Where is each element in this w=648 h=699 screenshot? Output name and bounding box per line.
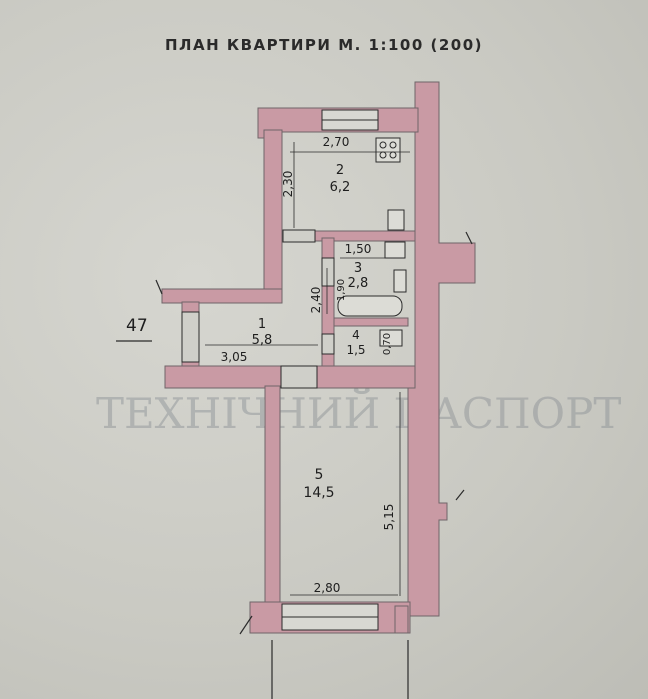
wall-room-left	[264, 385, 281, 615]
wall-kitchen-left	[263, 129, 283, 304]
washbasin-icon	[384, 241, 406, 259]
room-3-number: 3	[354, 261, 362, 276]
door-entrance	[181, 311, 200, 363]
dim-kitchen-depth: 2,30	[281, 171, 295, 198]
room-1-area: 5,8	[252, 333, 273, 348]
dim-wc-width: 0,70	[382, 333, 393, 355]
plan-title: ПЛАН КВАРТИРИ М. 1:100 (200)	[164, 36, 484, 54]
room-5-area: 14,5	[303, 485, 334, 501]
dimension-lines	[205, 142, 410, 596]
door-wc	[321, 333, 335, 355]
kitchen-sink-icon	[387, 209, 405, 231]
dim-hall-depth: 2,40	[309, 287, 323, 314]
dim-room-depth: 5,15	[382, 504, 396, 531]
wall-bottom-right	[394, 605, 409, 634]
room-4-number: 4	[352, 328, 360, 342]
room-3-area: 2,8	[348, 276, 369, 291]
entrance-marks	[116, 231, 473, 699]
bath-tap-icon	[393, 269, 407, 293]
windows	[281, 109, 379, 631]
dim-kitchen-width: 2,70	[323, 135, 350, 149]
wall-right-exterior	[407, 81, 476, 617]
bathtub-icon	[337, 295, 403, 317]
room-1-number: 1	[258, 317, 266, 332]
wall-left-stub	[161, 288, 283, 304]
toilet-icon	[379, 329, 403, 347]
room-2-area: 6,2	[330, 180, 351, 195]
room-2-number: 2	[336, 163, 344, 178]
walls	[161, 81, 476, 634]
wall-bath-wc	[333, 317, 409, 327]
side-mark: 47	[126, 316, 148, 336]
dim-bath-depth: 1,90	[336, 279, 347, 301]
room-5-number: 5	[315, 467, 324, 483]
background-passport-text: ТЕХНІЧНИЙ ПАСПОРТ	[96, 386, 621, 438]
doors	[181, 229, 335, 389]
fixtures	[337, 137, 407, 347]
door-kitchen	[282, 229, 316, 243]
room-4-area: 1,5	[346, 343, 365, 357]
stove-icon	[375, 137, 401, 163]
dim-room-width: 2,80	[314, 581, 341, 595]
door-room	[280, 365, 318, 389]
labels: 47 2,70 2,30 2 6,2 1,50 3 2,8 1,90 2,40 …	[126, 135, 396, 595]
dim-hall-width: 3,05	[221, 350, 248, 364]
door-bath	[321, 257, 335, 287]
dim-bath-width: 1,50	[345, 242, 372, 256]
